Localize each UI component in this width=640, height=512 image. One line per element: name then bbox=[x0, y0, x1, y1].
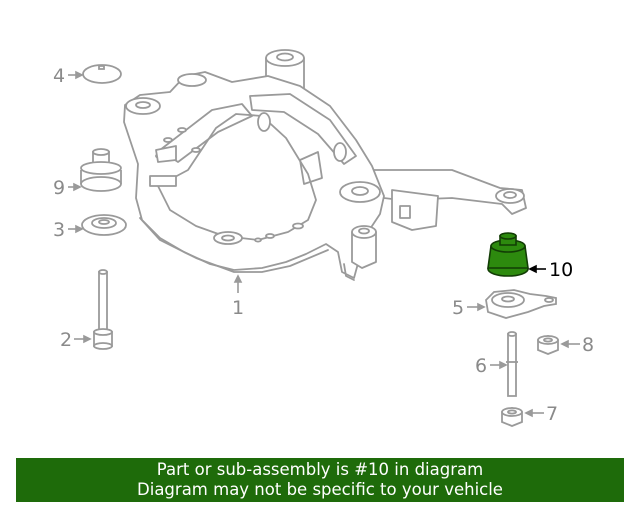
banner-line-1: Part or sub-assembly is #10 in diagram bbox=[156, 460, 484, 479]
callout-5[interactable]: 5 bbox=[452, 297, 464, 319]
cap-part-drawing bbox=[82, 64, 122, 84]
bolt-part-drawing bbox=[93, 269, 113, 350]
leader-arrows bbox=[68, 70, 580, 418]
info-banner: Part or sub-assembly is #10 in diagram D… bbox=[16, 458, 624, 502]
subframe-drawing bbox=[123, 49, 527, 281]
cushion-bushing-part-10-drawing bbox=[487, 232, 529, 277]
nut-part-7-drawing bbox=[501, 407, 523, 427]
callout-9[interactable]: 9 bbox=[53, 177, 65, 199]
stud-bolt-part-drawing bbox=[506, 331, 518, 397]
leader-arrow-10 bbox=[528, 264, 546, 274]
callout-6[interactable]: 6 bbox=[475, 355, 487, 377]
callout-8[interactable]: 8 bbox=[582, 334, 594, 356]
callout-3[interactable]: 3 bbox=[53, 219, 65, 241]
bushing-part-drawing bbox=[80, 148, 122, 192]
callout-7[interactable]: 7 bbox=[546, 403, 558, 425]
washer-part-drawing bbox=[81, 214, 127, 236]
callout-10[interactable]: 10 bbox=[549, 259, 573, 281]
nut-part-8-drawing bbox=[537, 335, 559, 355]
callout-4[interactable]: 4 bbox=[53, 65, 65, 87]
banner-line-2: Diagram may not be specific to your vehi… bbox=[137, 480, 503, 499]
callout-2[interactable]: 2 bbox=[60, 329, 72, 351]
bracket-part-drawing bbox=[485, 289, 557, 319]
callout-1[interactable]: 1 bbox=[232, 297, 244, 319]
